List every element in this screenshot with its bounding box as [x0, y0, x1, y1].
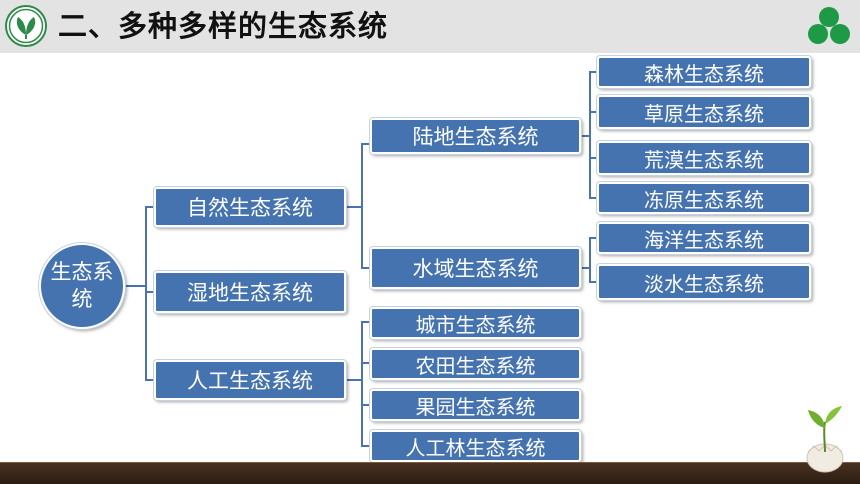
header-bar — [0, 0, 860, 53]
node-desert-ecosystem: 荒漠生态系统 — [597, 141, 811, 175]
node-forest-ecosystem: 森林生态系统 — [597, 56, 811, 88]
node-freshwater-ecosystem: 淡水生态系统 — [597, 264, 811, 300]
node-artificial-ecosystem: 人工生态系统 — [154, 360, 346, 400]
node-ocean-ecosystem: 海洋生态系统 — [597, 222, 811, 254]
node-natural-ecosystem: 自然生态系统 — [154, 187, 346, 227]
wood-floor — [0, 463, 860, 484]
node-grassland-ecosystem: 草原生态系统 — [597, 95, 811, 129]
node-land-ecosystem: 陆地生态系统 — [370, 118, 581, 154]
node-water-ecosystem: 水域生态系统 — [370, 247, 581, 289]
page-title: 二、多种多样的生态系统 — [58, 9, 389, 43]
sprout-egg-icon — [806, 406, 844, 473]
node-tundra-ecosystem: 冻原生态系统 — [597, 182, 811, 214]
node-city-ecosystem: 城市生态系统 — [370, 307, 581, 339]
leaf-emblem-icon — [5, 5, 47, 47]
node-wetland-ecosystem: 湿地生态系统 — [154, 271, 346, 313]
node-orchard-ecosystem: 果园生态系统 — [370, 389, 581, 421]
node-farmland-ecosystem: 农田生态系统 — [370, 348, 581, 380]
clover-icon — [808, 7, 850, 44]
root-node: 生态系统 — [39, 243, 125, 329]
node-plantation-ecosystem: 人工林生态系统 — [370, 430, 581, 462]
